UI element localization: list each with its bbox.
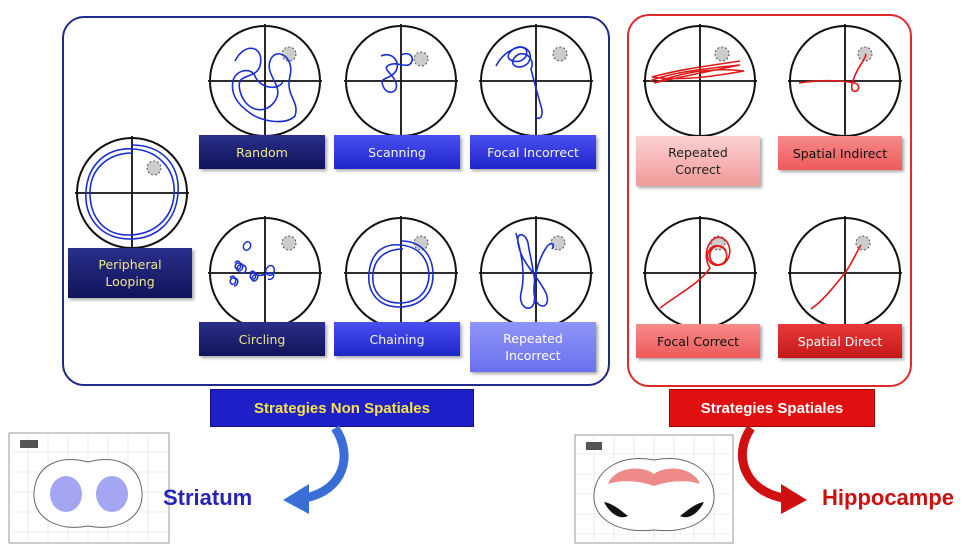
label-spatial-direct: Spatial Direct <box>778 324 902 358</box>
pool-random <box>208 24 322 138</box>
pool-repeated-incorrect <box>479 216 593 330</box>
arrow-to-striatum <box>283 425 349 514</box>
label-focal-incorrect: Focal Incorrect <box>470 135 596 169</box>
label-repeated-incorrect: Repeated Incorrect <box>470 322 596 372</box>
pool-chaining <box>344 216 458 330</box>
spatial-panel <box>627 14 912 387</box>
pool-scanning <box>344 24 458 138</box>
pool-spatial-direct <box>788 216 902 330</box>
label-circling: Circling <box>199 322 325 356</box>
banner-nonspatial: Strategies Non Spatiales <box>210 389 474 427</box>
arrow-to-hippocampe <box>738 425 807 514</box>
label-spatial-indirect: Spatial Indirect <box>778 136 902 170</box>
nonspatial-panel <box>62 16 610 386</box>
pool-peripheral-looping <box>75 136 189 250</box>
banner-spatial: Strategies Spatiales <box>669 389 875 427</box>
region-hippocampe: Hippocampe <box>822 485 955 510</box>
region-striatum: Striatum <box>163 485 253 510</box>
pool-repeated-correct <box>643 24 757 138</box>
label-scanning: Scanning <box>334 135 460 169</box>
pool-circling <box>208 216 322 330</box>
pool-focal-correct <box>643 216 757 330</box>
label-random: Random <box>199 135 325 169</box>
pool-focal-incorrect <box>479 24 593 138</box>
label-chaining: Chaining <box>334 322 460 356</box>
brain-atlas-striatum <box>8 432 170 544</box>
pool-spatial-indirect <box>788 24 902 138</box>
label-peripheral-looping: Peripheral Looping <box>68 248 192 298</box>
label-repeated-correct: Repeated Correct <box>636 136 760 186</box>
brain-atlas-hippocampe <box>574 434 734 544</box>
label-focal-correct: Focal Correct <box>636 324 760 358</box>
